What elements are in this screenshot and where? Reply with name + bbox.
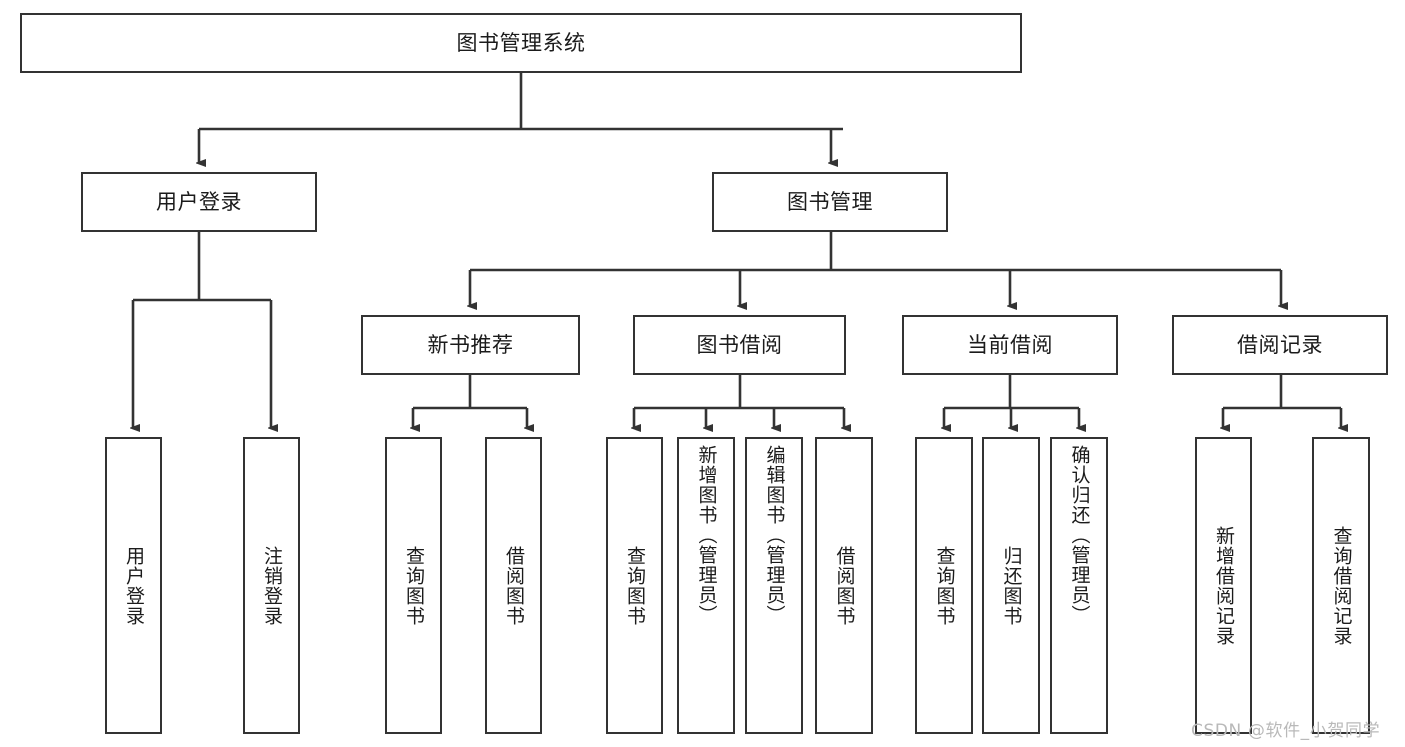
- node-leaf-return-book[interactable]: 归还图书: [982, 437, 1040, 734]
- node-leaf-confirm-return-label: 确认归还（管理员）: [1068, 445, 1091, 625]
- node-leaf-edit-book-label: 编辑图书（管理员）: [763, 445, 786, 625]
- node-leaf-query-record-label: 查询借阅记录: [1330, 525, 1353, 646]
- csdn-watermark: CSDN @软件_小贺同学: [1191, 721, 1381, 741]
- node-current-borrow-label: 当前借阅: [967, 332, 1053, 357]
- node-user-login[interactable]: 用户登录: [81, 172, 317, 232]
- node-leaf-return-book-label: 归还图书: [1000, 545, 1023, 626]
- node-root[interactable]: 图书管理系统: [20, 13, 1022, 73]
- node-borrow-record[interactable]: 借阅记录: [1172, 315, 1388, 375]
- node-book-borrow[interactable]: 图书借阅: [633, 315, 846, 375]
- node-leaf-borrow-book-2[interactable]: 借阅图书: [815, 437, 873, 734]
- node-leaf-borrow-book-1[interactable]: 借阅图书: [485, 437, 542, 734]
- node-leaf-user-login-label: 用户登录: [123, 545, 145, 626]
- node-user-login-label: 用户登录: [156, 189, 242, 214]
- node-leaf-user-logout-label: 注销登录: [261, 545, 283, 626]
- node-current-borrow[interactable]: 当前借阅: [902, 315, 1118, 375]
- node-leaf-borrow-book-1-label: 借阅图书: [503, 545, 525, 626]
- node-leaf-query-book-3-label: 查询图书: [933, 545, 956, 626]
- node-book-borrow-label: 图书借阅: [696, 332, 783, 357]
- node-new-book-recommend[interactable]: 新书推荐: [361, 315, 580, 375]
- node-leaf-confirm-return[interactable]: 确认归还（管理员）: [1050, 437, 1108, 734]
- node-leaf-query-book-2-label: 查询图书: [624, 545, 646, 626]
- node-leaf-query-record[interactable]: 查询借阅记录: [1312, 437, 1370, 734]
- node-leaf-query-book-1-label: 查询图书: [403, 545, 425, 626]
- node-leaf-query-book-2[interactable]: 查询图书: [606, 437, 663, 734]
- node-leaf-add-record[interactable]: 新增借阅记录: [1195, 437, 1252, 734]
- node-new-book-recommend-label: 新书推荐: [427, 332, 514, 357]
- node-leaf-query-book-1[interactable]: 查询图书: [385, 437, 442, 734]
- node-leaf-add-book-label: 新增图书（管理员）: [695, 445, 718, 625]
- node-leaf-query-book-3[interactable]: 查询图书: [915, 437, 973, 734]
- node-book-management-label: 图书管理: [787, 189, 873, 214]
- node-borrow-record-label: 借阅记录: [1237, 332, 1323, 357]
- node-book-management[interactable]: 图书管理: [712, 172, 948, 232]
- node-leaf-add-record-label: 新增借阅记录: [1213, 525, 1235, 646]
- node-leaf-add-book[interactable]: 新增图书（管理员）: [677, 437, 735, 734]
- node-root-label: 图书管理系统: [456, 30, 586, 55]
- node-leaf-edit-book[interactable]: 编辑图书（管理员）: [745, 437, 803, 734]
- node-leaf-user-login[interactable]: 用户登录: [105, 437, 162, 734]
- node-leaf-borrow-book-2-label: 借阅图书: [833, 545, 856, 626]
- node-leaf-user-logout[interactable]: 注销登录: [243, 437, 300, 734]
